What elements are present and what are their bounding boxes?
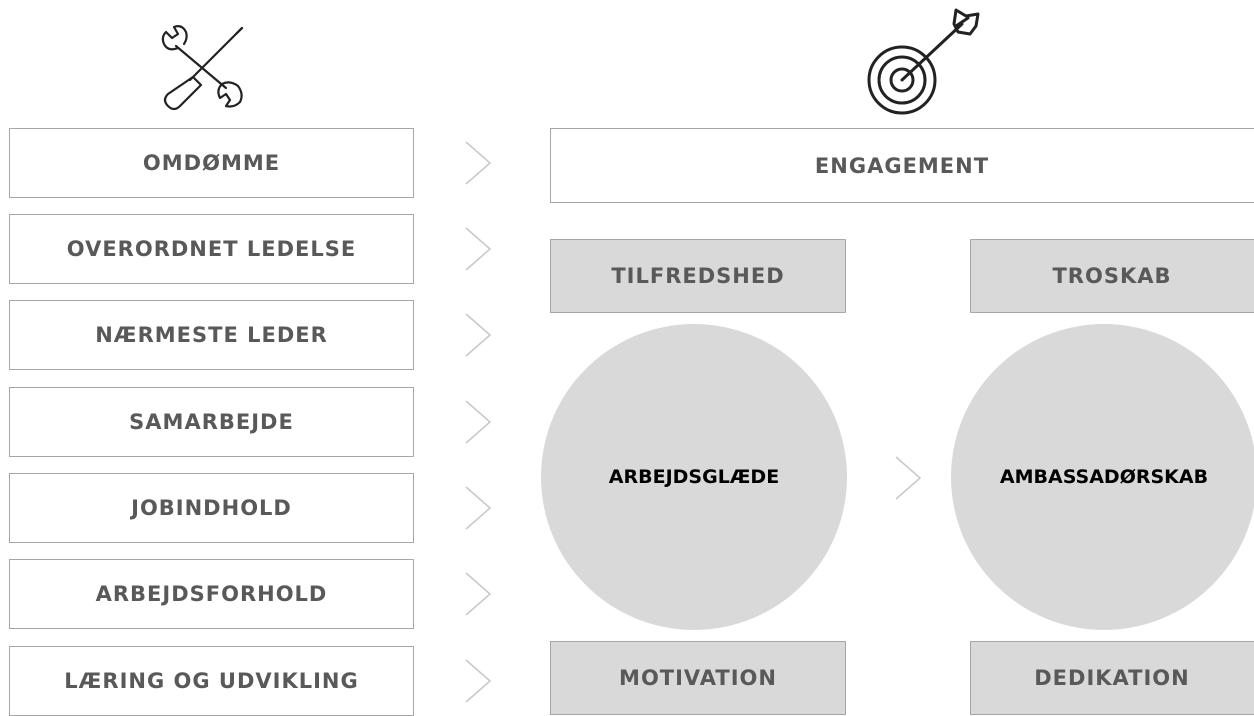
tilfredshed-box: TILFREDSHED [550, 239, 846, 313]
dedikation-box: DEDIKATION [970, 641, 1254, 715]
driver-naermeste-leder: NÆRMESTE LEDER [9, 300, 414, 370]
ambassadorskab-circle: AMBASSADØRSKAB [951, 324, 1254, 630]
driver-overordnet-ledelse: OVERORDNET LEDELSE [9, 214, 414, 284]
chevron-right-icon [464, 226, 492, 272]
dedikation-label: DEDIKATION [1034, 666, 1190, 690]
chevron-right-icon [464, 399, 492, 445]
ambassadorskab-label: AMBASSADØRSKAB [999, 466, 1209, 488]
chevron-right-icon [464, 485, 492, 531]
target-dart-icon [862, 6, 982, 118]
engagement-title: ENGAGEMENT [814, 153, 990, 178]
driver-omdomme: OMDØMME [9, 128, 414, 198]
chevron-right-icon [464, 312, 492, 358]
arbejdsglaede-circle: ARBEJDSGLÆDE [541, 324, 847, 630]
troskab-box: TROSKAB [970, 239, 1254, 313]
engagement-box: ENGAGEMENT [550, 128, 1254, 203]
driver-arbejdsforhold: ARBEJDSFORHOLD [9, 559, 414, 629]
motivation-label: MOTIVATION [619, 666, 777, 690]
chevron-right-icon [894, 455, 922, 501]
driver-samarbejde: SAMARBEJDE [9, 387, 414, 457]
tilfredshed-label: TILFREDSHED [611, 264, 785, 288]
chevron-right-icon [464, 658, 492, 704]
wrench-screwdriver-icon [158, 22, 252, 112]
chevron-right-icon [464, 571, 492, 617]
chevron-right-icon [464, 140, 492, 186]
arbejdsglaede-label: ARBEJDSGLÆDE [608, 466, 780, 488]
motivation-box: MOTIVATION [550, 641, 846, 715]
driver-jobindhold: JOBINDHOLD [9, 473, 414, 543]
driver-laering-og-udvikling: LÆRING OG UDVIKLING [9, 646, 414, 716]
troskab-label: TROSKAB [1052, 264, 1172, 288]
